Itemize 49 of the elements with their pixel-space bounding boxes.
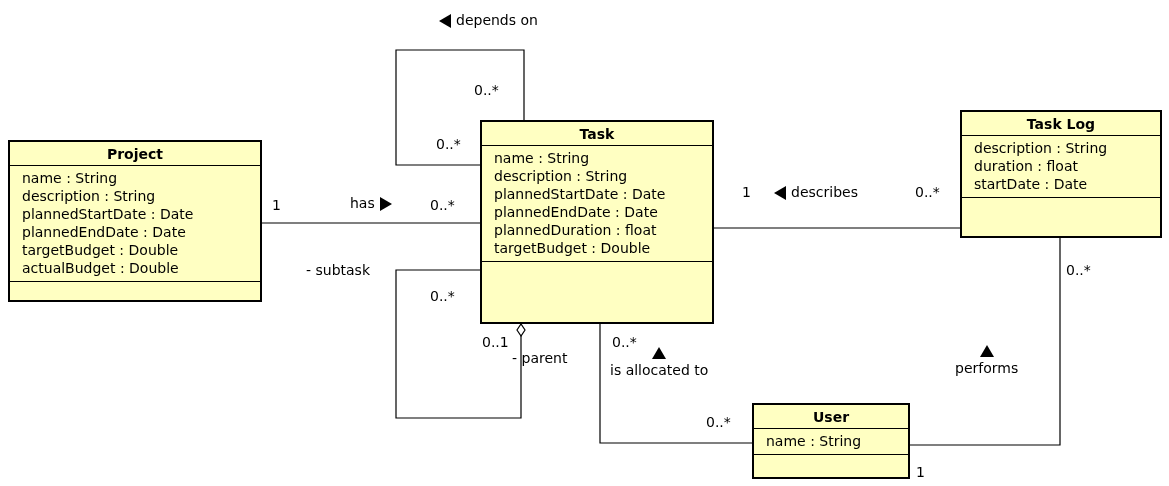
attribute-text: description : String (974, 139, 1108, 157)
attribute-text: name : String (766, 432, 862, 450)
attribute-text: plannedEndDate : Date (494, 203, 658, 221)
multiplicity-label: 0..1 (482, 334, 509, 351)
attribute-text: description : String (22, 187, 156, 205)
association-line (713, 227, 961, 229)
attribute-text: name : String (22, 169, 118, 187)
aggregation-line (395, 269, 526, 419)
role-label: - parent (512, 350, 568, 367)
edge-label: has (350, 195, 375, 212)
multiplicity-label: 1 (742, 184, 751, 201)
association-line (599, 323, 753, 444)
multiplicity-label: 0..* (430, 197, 455, 214)
edge-label: performs (955, 360, 1019, 377)
attribute-text: plannedDuration : float (494, 221, 657, 239)
edge-label: describes (791, 184, 858, 201)
association-line (261, 222, 481, 224)
role-label: - subtask (306, 262, 371, 279)
attribute-text: name : String (494, 149, 590, 167)
class-name: Task (579, 126, 615, 142)
association-line (395, 49, 525, 166)
class-name: Project (106, 146, 164, 162)
class-name: Task Log (1026, 116, 1096, 132)
multiplicity-label: 0..* (436, 136, 461, 153)
multiplicity-label: 0..* (1066, 262, 1091, 279)
edge-label: depends on (456, 12, 538, 29)
attribute-text: plannedStartDate : Date (22, 205, 194, 223)
attribute-text: description : String (494, 167, 628, 185)
association-line (909, 237, 1061, 446)
class-box (960, 110, 1162, 238)
attribute-text: actualBudget : Double (22, 259, 179, 277)
multiplicity-label: 0..* (474, 82, 499, 99)
class-box (480, 120, 714, 324)
multiplicity-label: 1 (272, 197, 281, 214)
multiplicity-label: 0..* (430, 288, 455, 305)
class-name: User (812, 409, 850, 425)
attribute-text: targetBudget : Double (494, 239, 651, 257)
edge-label: is allocated to (610, 362, 709, 379)
attribute-text: startDate : Date (974, 175, 1088, 193)
multiplicity-label: 0..* (915, 184, 940, 201)
attribute-text: duration : float (974, 157, 1078, 175)
multiplicity-label: 1 (916, 464, 925, 481)
class-box (752, 403, 910, 479)
attribute-text: plannedEndDate : Date (22, 223, 186, 241)
class-box (8, 140, 262, 302)
attribute-text: plannedStartDate : Date (494, 185, 666, 203)
attribute-text: targetBudget : Double (22, 241, 179, 259)
multiplicity-label: 0..* (706, 414, 731, 431)
multiplicity-label: 0..* (612, 334, 637, 351)
